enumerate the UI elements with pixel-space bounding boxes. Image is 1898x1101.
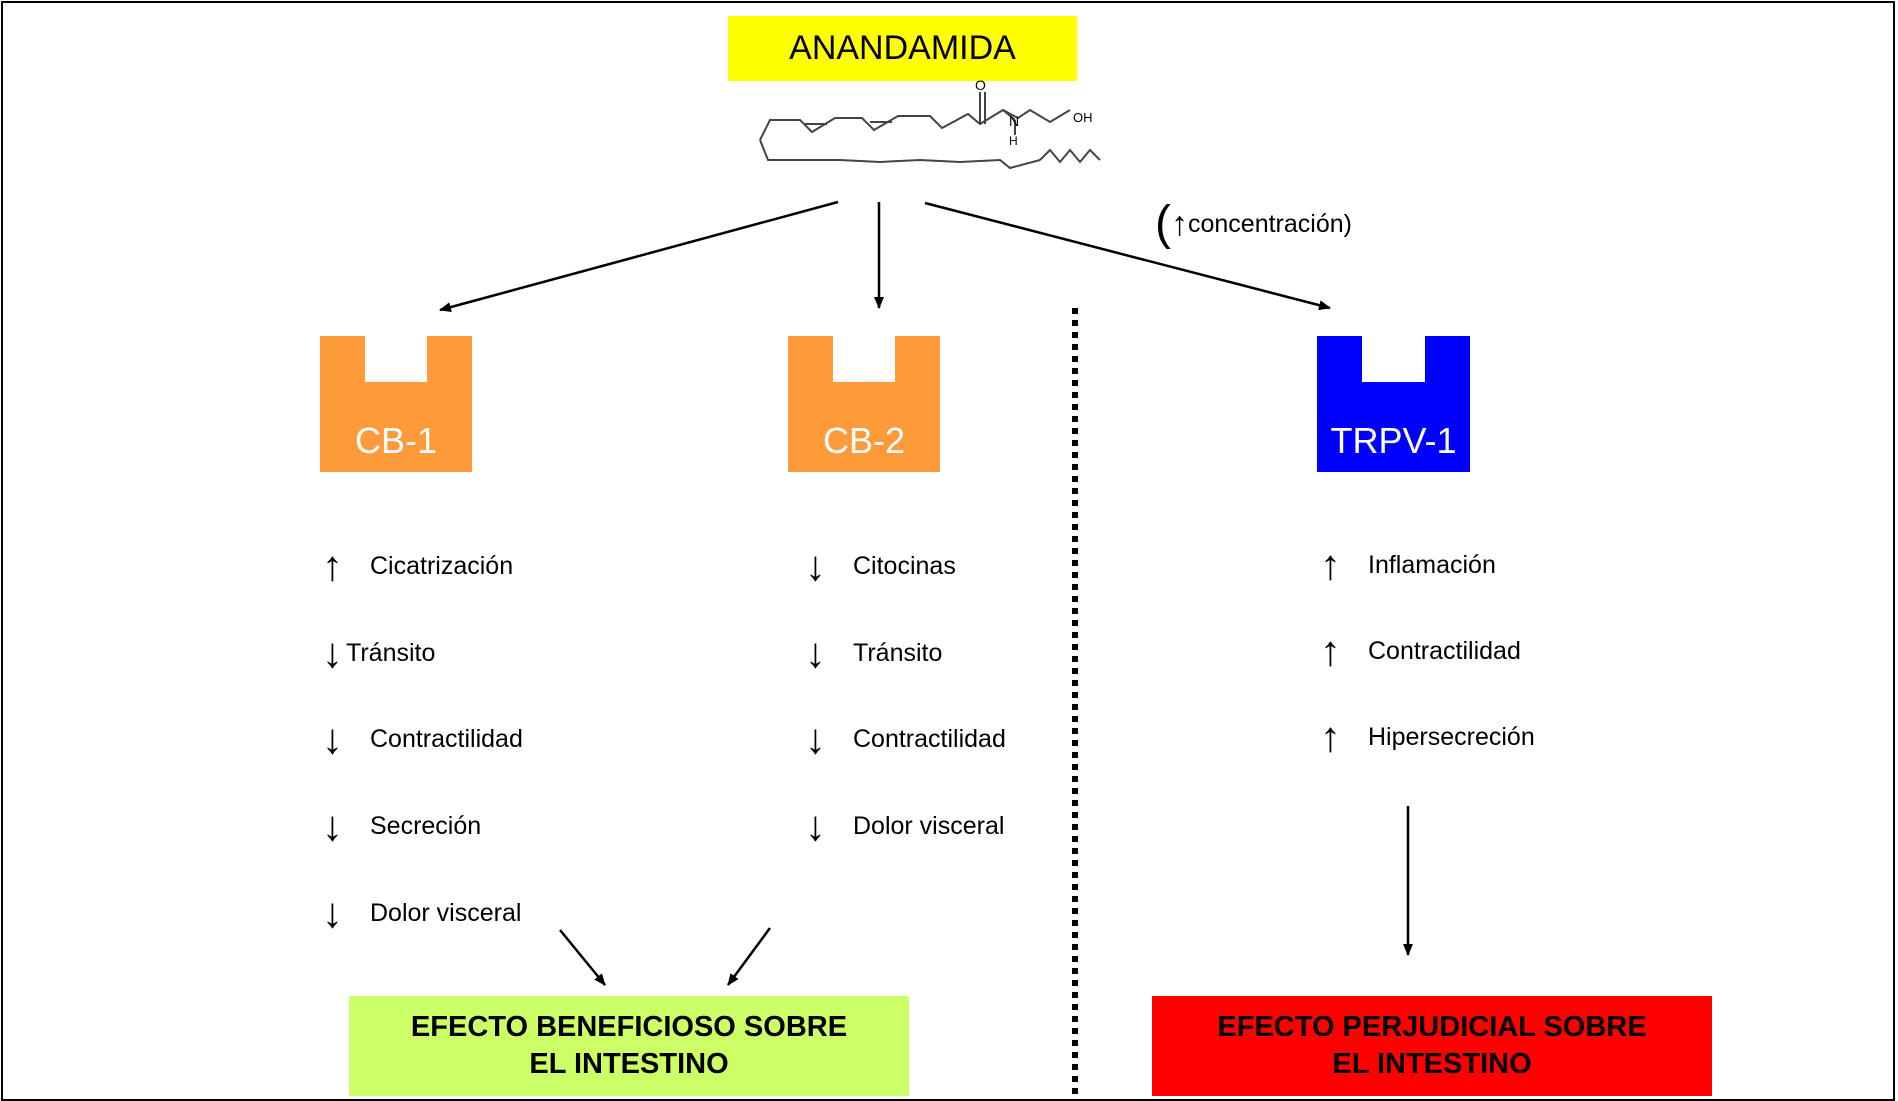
cb2-effect-arrow: ↓ [805,715,826,762]
cb2-effect-text: Citocinas [853,551,956,580]
cb1-effect-arrow: ↓ [322,715,343,762]
receptor-trpv1: TRPV-1 [1317,336,1470,472]
receptor-cb1-label: CB-1 [354,420,438,461]
receptor-cb2-fill [788,336,940,472]
cb1-effect-arrow: ↓ [322,802,343,849]
trpv1-effect-item: ↑ Inflamación [1320,544,1496,586]
cb1-effect-text: Contractilidad [370,724,523,753]
cb2-effect-item: ↓ Tránsito [805,632,942,674]
atom-n-label: N [1009,113,1019,129]
trpv1-effect-item: ↑ Hipersecreción [1320,716,1535,758]
cb2-effect-text: Contractilidad [853,724,1006,753]
cb1-effect-item: ↓ Tránsito [322,632,435,674]
cb1-effect-text: Cicatrización [370,551,514,580]
arrow-to-cb1 [439,200,839,312]
harmful-line-2: EL INTESTINO [1332,1048,1532,1080]
trpv1-effect-arrow: ↑ [1320,713,1341,760]
anandamide-structure [759,92,1101,170]
cb2-effect-item: ↓ Citocinas [805,545,956,587]
receptor-cb1: CB-1 [320,336,472,472]
receptor-cb1-fill [320,336,472,472]
atom-h-label: H [1009,134,1018,148]
cb1-effect-text: Dolor visceral [370,898,522,927]
cb2-effect-text: Tránsito [853,638,943,667]
cb2-effect-arrow: ↓ [805,542,826,589]
cb1-effect-text: Secreción [370,811,482,840]
cb1-effect-arrow: ↓ [322,889,343,936]
beneficial-line-2: EL INTESTINO [529,1048,729,1080]
arrow-cb1-to-beneficial [559,929,606,986]
atom-o-label: O [975,77,986,93]
atom-oh-label: OH [1073,110,1093,125]
concentration-text: concentración) [1187,209,1352,238]
cb2-effect-arrow: ↓ [805,802,826,849]
cb2-effect-item: ↓ Contractilidad [805,718,1006,760]
trpv1-effect-text: Inflamación [1368,550,1496,579]
arrow-cb2-to-beneficial [726,927,772,986]
receptor-cb2-shape [788,336,940,472]
cb2-effect-arrow: ↓ [805,629,826,676]
trpv1-effect-item: ↑ Contractilidad [1320,630,1521,672]
cb2-effect-item: ↓ Dolor visceral [805,805,1004,847]
receptor-cb2: CB-2 [788,336,940,472]
cb1-effect-item: ↓ Dolor visceral [322,892,521,934]
arrow-to-trpv1 [924,201,1331,311]
trpv1-effect-arrow: ↑ [1320,627,1341,674]
concentration-up-arrow: ↑ [1170,205,1188,243]
receptor-trpv1-fill [1317,336,1470,472]
cb1-effect-text: Tránsito [346,638,436,667]
receptor-trpv1-shape [1317,336,1470,472]
beneficial-effect-box: EFECTO BENEFICIOSO SOBRE EL INTESTINO [349,996,909,1096]
title-text: ANANDAMIDA [789,29,1016,67]
beneficial-line-1: EFECTO BENEFICIOSO SOBRE [410,1011,848,1043]
concentration-paren: ( [1155,197,1171,250]
trpv1-effect-text: Contractilidad [1368,636,1521,665]
cb1-effect-arrow: ↓ [322,629,343,676]
receptor-cb2-label: CB-2 [822,420,906,461]
title-anandamida: ANANDAMIDA [728,16,1077,81]
cb1-effect-arrow: ↑ [322,542,343,589]
receptor-trpv1-label: TRPV-1 [1330,420,1457,461]
cb2-effect-text: Dolor visceral [853,811,1005,840]
receptor-cb1-shape [320,336,472,472]
concentration-note: ( ↑ concentración) [1155,200,1352,248]
cb1-effect-item: ↓ Contractilidad [322,718,523,760]
harmful-line-1: EFECTO PERJUDICIAL SOBRE [1217,1011,1647,1043]
harmful-effect-box: EFECTO PERJUDICIAL SOBRE EL INTESTINO [1152,996,1712,1096]
trpv1-effect-text: Hipersecreción [1368,722,1535,751]
cb1-effect-item: ↓ Secreción [322,805,481,847]
cb1-effect-item: ↑ Cicatrización [322,545,513,587]
trpv1-effect-arrow: ↑ [1320,541,1341,588]
